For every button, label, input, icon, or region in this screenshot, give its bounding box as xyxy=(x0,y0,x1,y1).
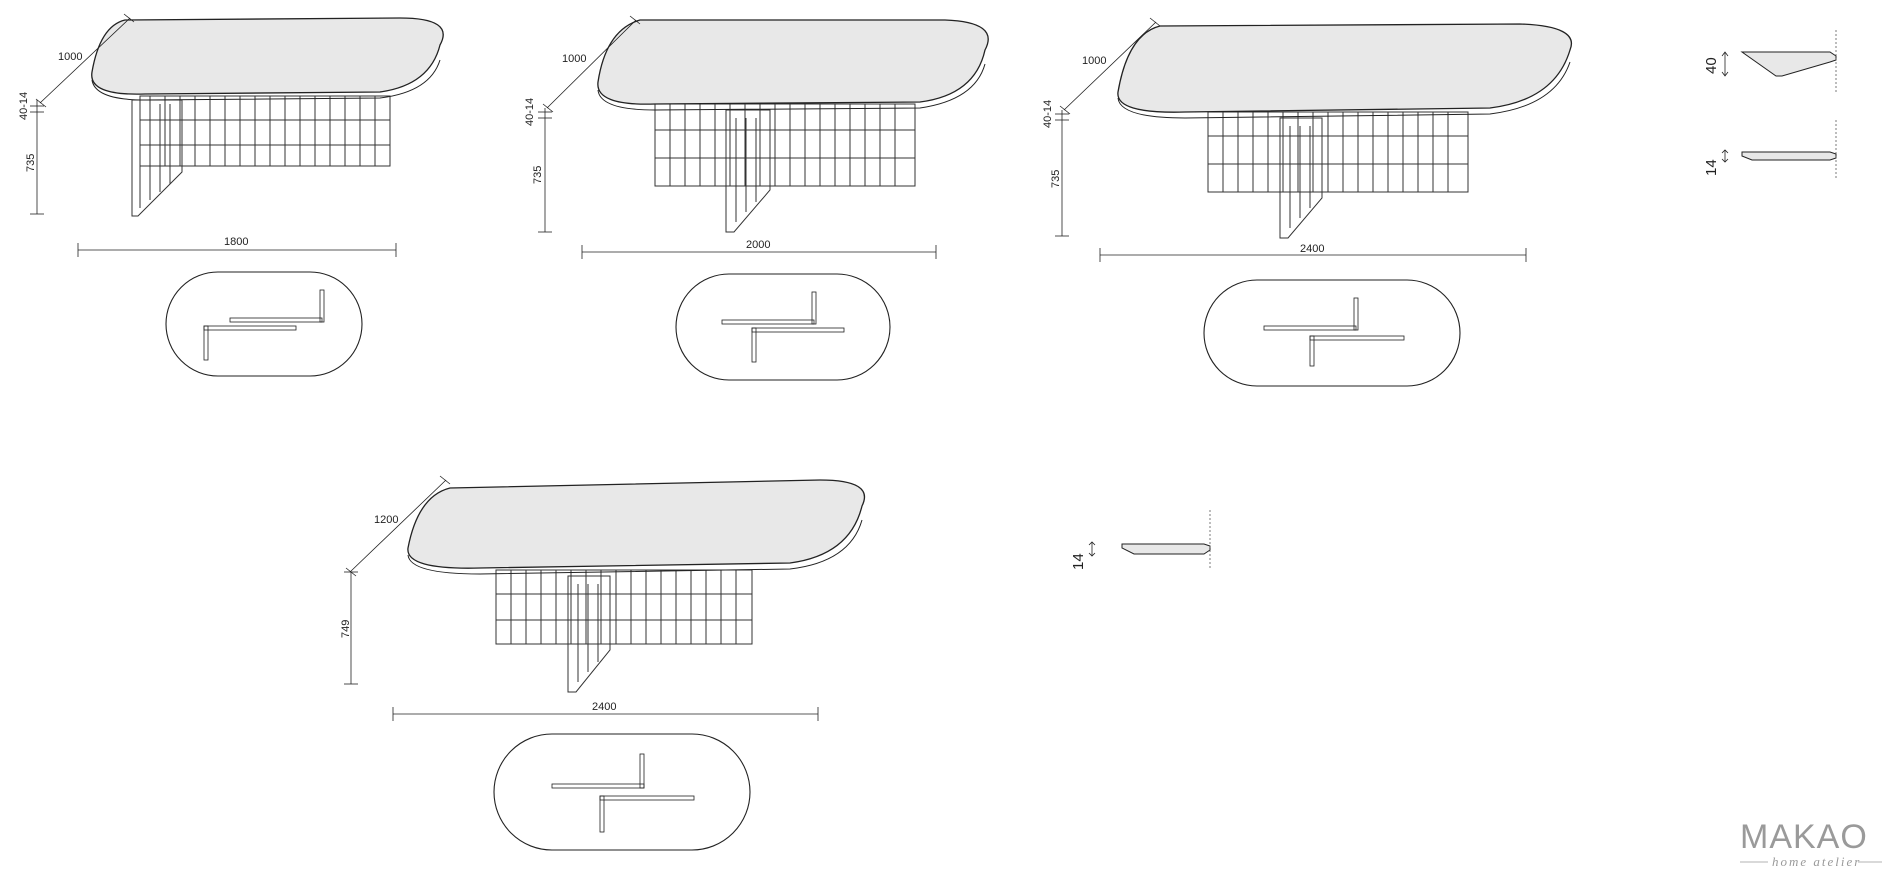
table-2-thickness-label: 40-14 xyxy=(524,98,536,126)
table-2-depth-label: 1000 xyxy=(562,53,586,65)
table-drawing-2: 1000 40-14 735 2000 xyxy=(524,15,989,381)
table-4-width-label: 2400 xyxy=(592,701,616,713)
edge-profile-2: 14 xyxy=(1703,120,1837,180)
table-2-dimensions xyxy=(538,15,937,259)
table-3-top xyxy=(1117,23,1573,113)
table-1-thickness-label: 40-14 xyxy=(18,92,30,120)
table-1-plan-view xyxy=(165,271,363,377)
logo-brand: MAKAO xyxy=(1740,818,1868,856)
table-4-base xyxy=(495,569,753,693)
table-1-top xyxy=(91,17,444,95)
table-4-dimensions xyxy=(344,475,819,721)
table-3-width-label: 2400 xyxy=(1300,243,1324,255)
table-4-top xyxy=(407,479,866,569)
table-2-height-label: 735 xyxy=(532,166,544,184)
table-1-dimensions xyxy=(30,13,397,257)
table-1-height-label: 735 xyxy=(25,154,37,172)
edge-profile-2-thickness-label: 14 xyxy=(1703,159,1720,176)
edge-profile-1-thickness-label: 40 xyxy=(1703,57,1720,74)
table-4-plan-view xyxy=(493,733,751,851)
table-drawing-1: 1000 40-14 735 1800 xyxy=(18,13,444,377)
table-3-depth-label: 1000 xyxy=(1082,55,1106,67)
table-4-depth-label: 1200 xyxy=(374,514,398,526)
table-1-base xyxy=(131,95,391,217)
table-drawing-4: 1200 749 2400 xyxy=(340,475,866,851)
table-3-height-label: 735 xyxy=(1050,170,1062,188)
table-3-dimensions xyxy=(1055,17,1527,262)
table-3-base xyxy=(1207,111,1469,239)
logo-tagline: home atelier xyxy=(1772,854,1861,869)
table-3-plan-view xyxy=(1203,279,1461,387)
table-1-width-label: 1800 xyxy=(224,236,248,248)
edge-profile-1: 40 xyxy=(1703,30,1837,92)
table-4-height-label: 749 xyxy=(340,620,352,638)
table-3-thickness-label: 40-14 xyxy=(1042,100,1054,128)
table-1-depth-label: 1000 xyxy=(58,51,82,63)
edge-profile-3-thickness-label: 14 xyxy=(1070,553,1087,570)
table-2-top xyxy=(597,19,989,105)
table-2-plan-view xyxy=(675,273,891,381)
edge-profile-3: 14 xyxy=(1070,510,1211,570)
makao-logo: MAKAO home atelier xyxy=(1740,818,1882,869)
table-2-width-label: 2000 xyxy=(746,239,770,251)
table-2-base xyxy=(654,103,916,233)
table-drawing-3: 1000 40-14 735 2400 xyxy=(1042,17,1573,387)
